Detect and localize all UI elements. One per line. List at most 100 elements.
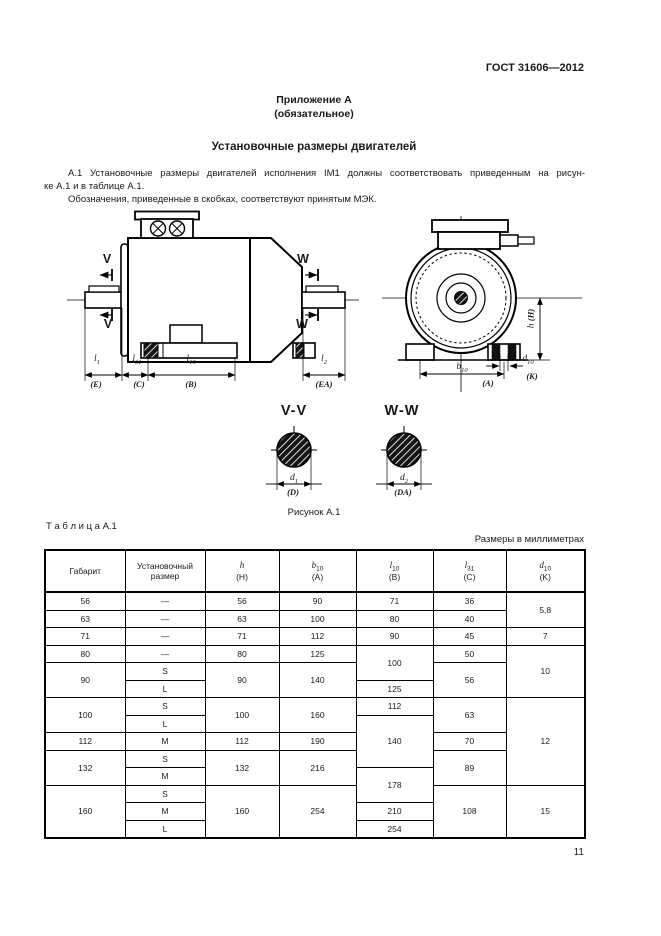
- table-row: M 178: [45, 767, 585, 803]
- table-cell: 90: [204, 662, 280, 698]
- dim-l1-iec: (E): [90, 379, 102, 389]
- table-cell: 112: [278, 627, 357, 646]
- table-cell: 40: [432, 609, 507, 628]
- dim-l31-iec: (C): [133, 379, 145, 389]
- table-title: Т а б л и ц а А.1: [46, 521, 117, 532]
- dim-d1-iec: (D): [287, 487, 299, 497]
- dim-l1-label: l1: [94, 354, 100, 366]
- table-cell: 132: [44, 749, 126, 786]
- appendix-title: Приложение А: [276, 94, 352, 106]
- table-cell: 160: [204, 784, 280, 839]
- table-cell: 80: [204, 644, 280, 663]
- table-cell: 100: [204, 697, 280, 733]
- table-cell: 90: [44, 662, 126, 698]
- table-cell: 140: [355, 714, 434, 768]
- table-cell: —: [124, 627, 206, 646]
- table-cell: 160: [278, 697, 357, 733]
- column-header: l31(C): [432, 549, 507, 593]
- table-cell: 50: [432, 644, 507, 663]
- section-v-v-title: V-V: [280, 403, 308, 419]
- paragraph-a1-line2: ке А.1 и в таблице А.1.: [44, 181, 145, 192]
- table-cell: 10: [505, 644, 586, 698]
- table-cell: S: [124, 697, 206, 716]
- section-w-w-title: W-W: [384, 403, 420, 419]
- table-cell: 112: [355, 697, 434, 716]
- section-w-w-drawing: [376, 426, 432, 490]
- table-cell: 100: [278, 609, 357, 628]
- table-cell: 100: [355, 644, 434, 681]
- table-cell: L: [124, 679, 206, 698]
- table-cell: S: [124, 749, 206, 768]
- table-cell: 71: [44, 627, 126, 646]
- table-cell: 7: [505, 627, 586, 646]
- table-cell: 216: [278, 749, 357, 786]
- dim-l2-label: l2: [321, 354, 327, 366]
- table-cell: 210: [355, 802, 434, 821]
- table-cell: 56: [204, 591, 280, 611]
- column-header: l10(B): [355, 549, 434, 593]
- table-cell: 160: [44, 784, 126, 839]
- table-units-note: Размеры в миллиметрах: [474, 534, 584, 545]
- motor-front-view-drawing: [382, 216, 582, 392]
- table-cell: —: [124, 609, 206, 628]
- table-cell: 254: [355, 819, 434, 839]
- table-cell: 45: [432, 627, 507, 646]
- table-cell: 71: [355, 591, 434, 611]
- table-cell: 63: [44, 609, 126, 628]
- dim-d10-iec: (K): [526, 371, 538, 381]
- dim-d1-label: d1: [290, 473, 298, 485]
- paragraph-a1-line1: А.1 Установочные размеры двигателей испо…: [68, 168, 585, 179]
- section-mark-w-top: W: [297, 252, 309, 266]
- table-cell: 108: [432, 784, 507, 839]
- dim-b10-iec: (A): [482, 378, 494, 388]
- section-mark-w-bottom: W: [296, 317, 308, 331]
- table-cell: 112: [44, 732, 126, 751]
- dim-d2-label: d2: [400, 473, 408, 485]
- column-header: h(H): [204, 549, 280, 593]
- table-cell: 56: [432, 662, 507, 698]
- table-cell: 112: [204, 732, 280, 751]
- column-header: Габарит: [44, 549, 126, 593]
- table-cell: 36: [432, 591, 507, 611]
- table-cell: 71: [204, 627, 280, 646]
- table-cell: 12: [505, 697, 586, 786]
- appendix-subtitle: (обязательное): [274, 108, 354, 120]
- table-cell: 70: [432, 732, 507, 751]
- dim-l10-label: l10: [186, 354, 196, 366]
- section-v-v-drawing: [266, 426, 322, 490]
- table-cell: S: [124, 662, 206, 681]
- paragraph-designations: Обозначения, приведенные в скобках, соот…: [68, 194, 377, 205]
- table-cell: 63: [204, 609, 280, 628]
- table-cell: —: [124, 644, 206, 663]
- table-cell: M: [124, 767, 206, 786]
- doc-number: ГОСТ 31606—2012: [485, 62, 584, 74]
- table-cell: 63: [432, 697, 507, 733]
- column-header: b10(A): [278, 549, 357, 593]
- figure-caption: Рисунок А.1: [287, 507, 341, 518]
- table-cell: 56: [44, 591, 126, 611]
- column-header: d10(K): [505, 549, 586, 593]
- table-cell: 125: [355, 679, 434, 698]
- table-row: L 125: [45, 679, 585, 698]
- table-cell: M: [124, 732, 206, 751]
- table-cell: 90: [278, 591, 357, 611]
- table-cell: 132: [204, 749, 280, 786]
- table-cell: 80: [44, 644, 126, 663]
- dim-l31-label: l31: [132, 354, 142, 366]
- table-cell: 190: [278, 732, 357, 751]
- dim-b10-label: b10: [456, 362, 468, 374]
- table-cell: 178: [355, 767, 434, 803]
- table-cell: 15: [505, 784, 586, 839]
- dim-d2-iec: (DA): [394, 487, 412, 497]
- page-title: Установочные размеры двигателей: [211, 141, 417, 153]
- section-mark-v-top: V: [102, 252, 112, 266]
